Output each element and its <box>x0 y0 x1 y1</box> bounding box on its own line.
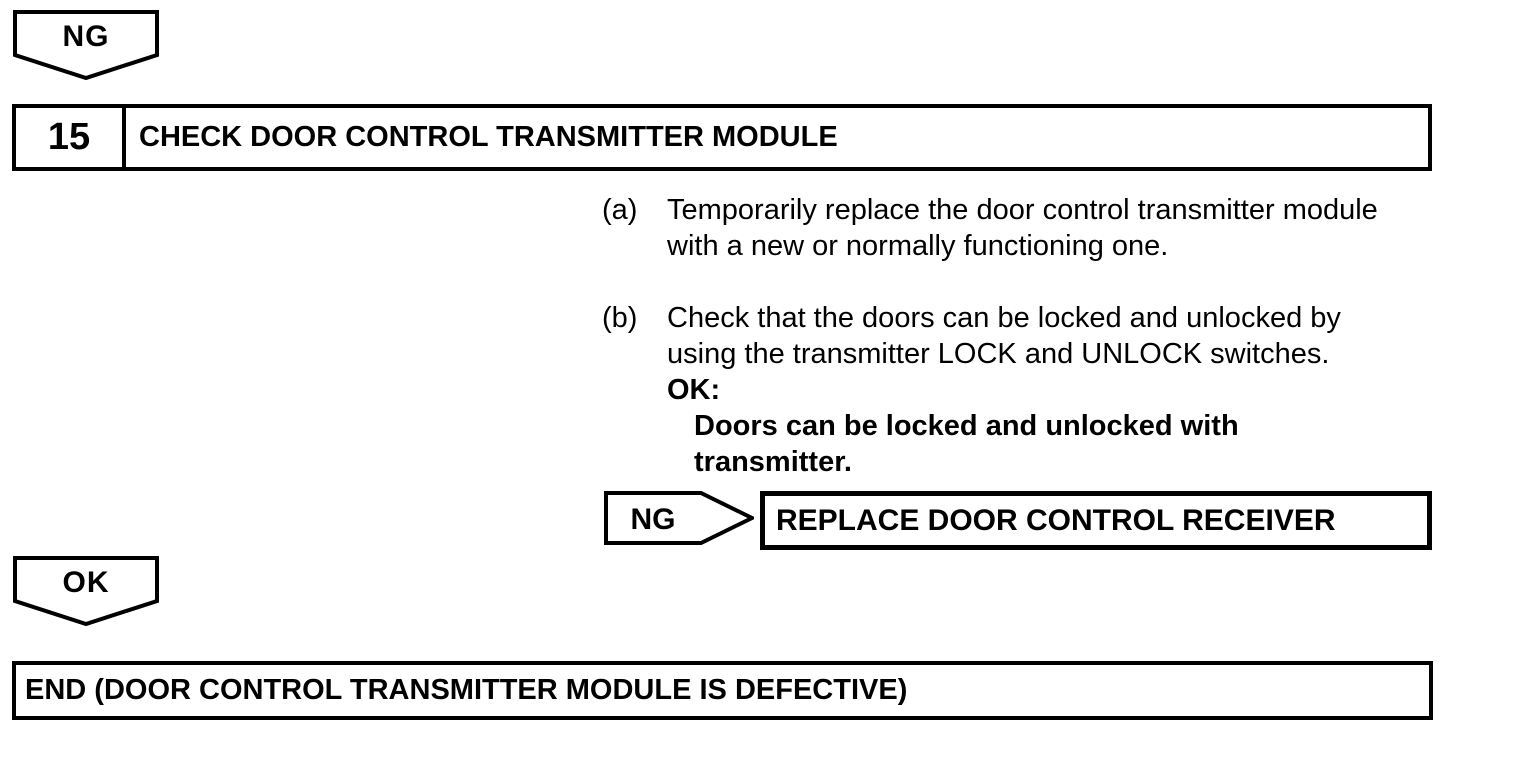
instruction-item-a: (a) Temporarily replace the door control… <box>602 192 1452 264</box>
ng-branch-label: NG <box>630 503 676 536</box>
step-title: CHECK DOOR CONTROL TRANSMITTER MODULE <box>139 121 838 153</box>
instruction-label-a: (a) <box>602 194 638 226</box>
ok-exit-connector: OK <box>13 556 159 628</box>
instruction-label-b: (b) <box>602 302 638 334</box>
pentagon-down-icon <box>13 556 159 628</box>
instruction-text-a: Temporarily replace the door control tra… <box>667 194 1378 262</box>
instruction-item-b: (b) Check that the doors can be locked a… <box>602 300 1452 480</box>
end-terminal-box: END (DOOR CONTROL TRANSMITTER MODULE IS … <box>12 661 1433 720</box>
pentagon-down-icon <box>13 10 159 82</box>
ng-branch-connector: NG <box>604 491 754 547</box>
ok-exit-label: OK <box>62 566 110 599</box>
ok-criterion-text: Doors can be locked and unlocked with tr… <box>694 410 1239 478</box>
step-header-box: 15 CHECK DOOR CONTROL TRANSMITTER MODULE <box>12 104 1432 171</box>
step-number: 15 <box>16 108 126 167</box>
ng-entry-label: NG <box>62 20 110 53</box>
ng-entry-connector: NG <box>13 10 159 82</box>
instruction-body-a: Temporarily replace the door control tra… <box>667 192 1378 264</box>
instruction-text-b: Check that the doors can be locked and u… <box>667 302 1341 370</box>
arrow-right-icon <box>604 491 754 547</box>
ok-criterion-label: OK: <box>667 374 721 406</box>
ng-branch-action-box: REPLACE DOOR CONTROL RECEIVER <box>760 491 1432 550</box>
instruction-body-b: Check that the doors can be locked and u… <box>667 300 1341 480</box>
instruction-list: (a) Temporarily replace the door control… <box>602 192 1452 480</box>
